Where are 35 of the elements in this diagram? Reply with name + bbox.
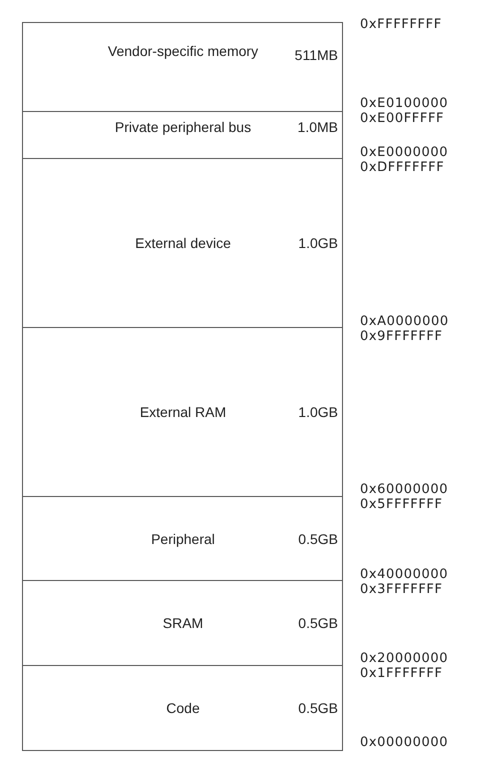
region-name: Private peripheral bus bbox=[114, 119, 252, 136]
region-name: Code bbox=[165, 700, 201, 716]
address-label: 0x00000000 bbox=[360, 736, 448, 750]
address-label: 0xE0000000 bbox=[360, 146, 448, 160]
address-label: 0xE0100000 bbox=[360, 97, 448, 111]
address-label: 0x60000000 bbox=[360, 483, 448, 497]
address-label: 0x20000000 bbox=[360, 652, 448, 666]
region-size: 0.5GB bbox=[298, 615, 338, 632]
address-label: 0xA0000000 bbox=[360, 315, 449, 329]
region-size: 1.0GB bbox=[298, 404, 338, 420]
memory-region bbox=[22, 158, 343, 328]
region-name: External RAM bbox=[138, 404, 228, 420]
address-label: 0xE00FFFFF bbox=[360, 112, 444, 126]
region-name: External device bbox=[134, 235, 232, 252]
region-size: 511MB bbox=[294, 47, 338, 64]
address-label: 0x1FFFFFFF bbox=[360, 667, 443, 681]
memory-region bbox=[22, 327, 343, 498]
region-size: 0.5GB bbox=[298, 700, 338, 716]
region-size: 0.5GB bbox=[298, 530, 338, 547]
region-name: SRAM bbox=[162, 615, 204, 632]
region-name: Vendor-specific memory bbox=[106, 43, 260, 60]
region-size: 1.0GB bbox=[298, 235, 338, 252]
memory-region bbox=[22, 496, 343, 582]
memory-region bbox=[22, 22, 343, 112]
region-name: Peripheral bbox=[150, 530, 216, 547]
address-label: 0xDFFFFFFF bbox=[360, 161, 444, 175]
address-label: 0xFFFFFFFF bbox=[360, 18, 442, 32]
address-label: 0x5FFFFFFF bbox=[360, 498, 443, 512]
memory-region bbox=[22, 665, 343, 750]
region-size: 1.0MB bbox=[298, 119, 338, 136]
address-label: 0x40000000 bbox=[360, 568, 448, 582]
memory-region bbox=[22, 580, 343, 666]
address-label: 0x3FFFFFFF bbox=[360, 583, 443, 597]
address-label: 0x9FFFFFFF bbox=[360, 330, 443, 344]
memory-region bbox=[22, 111, 343, 160]
